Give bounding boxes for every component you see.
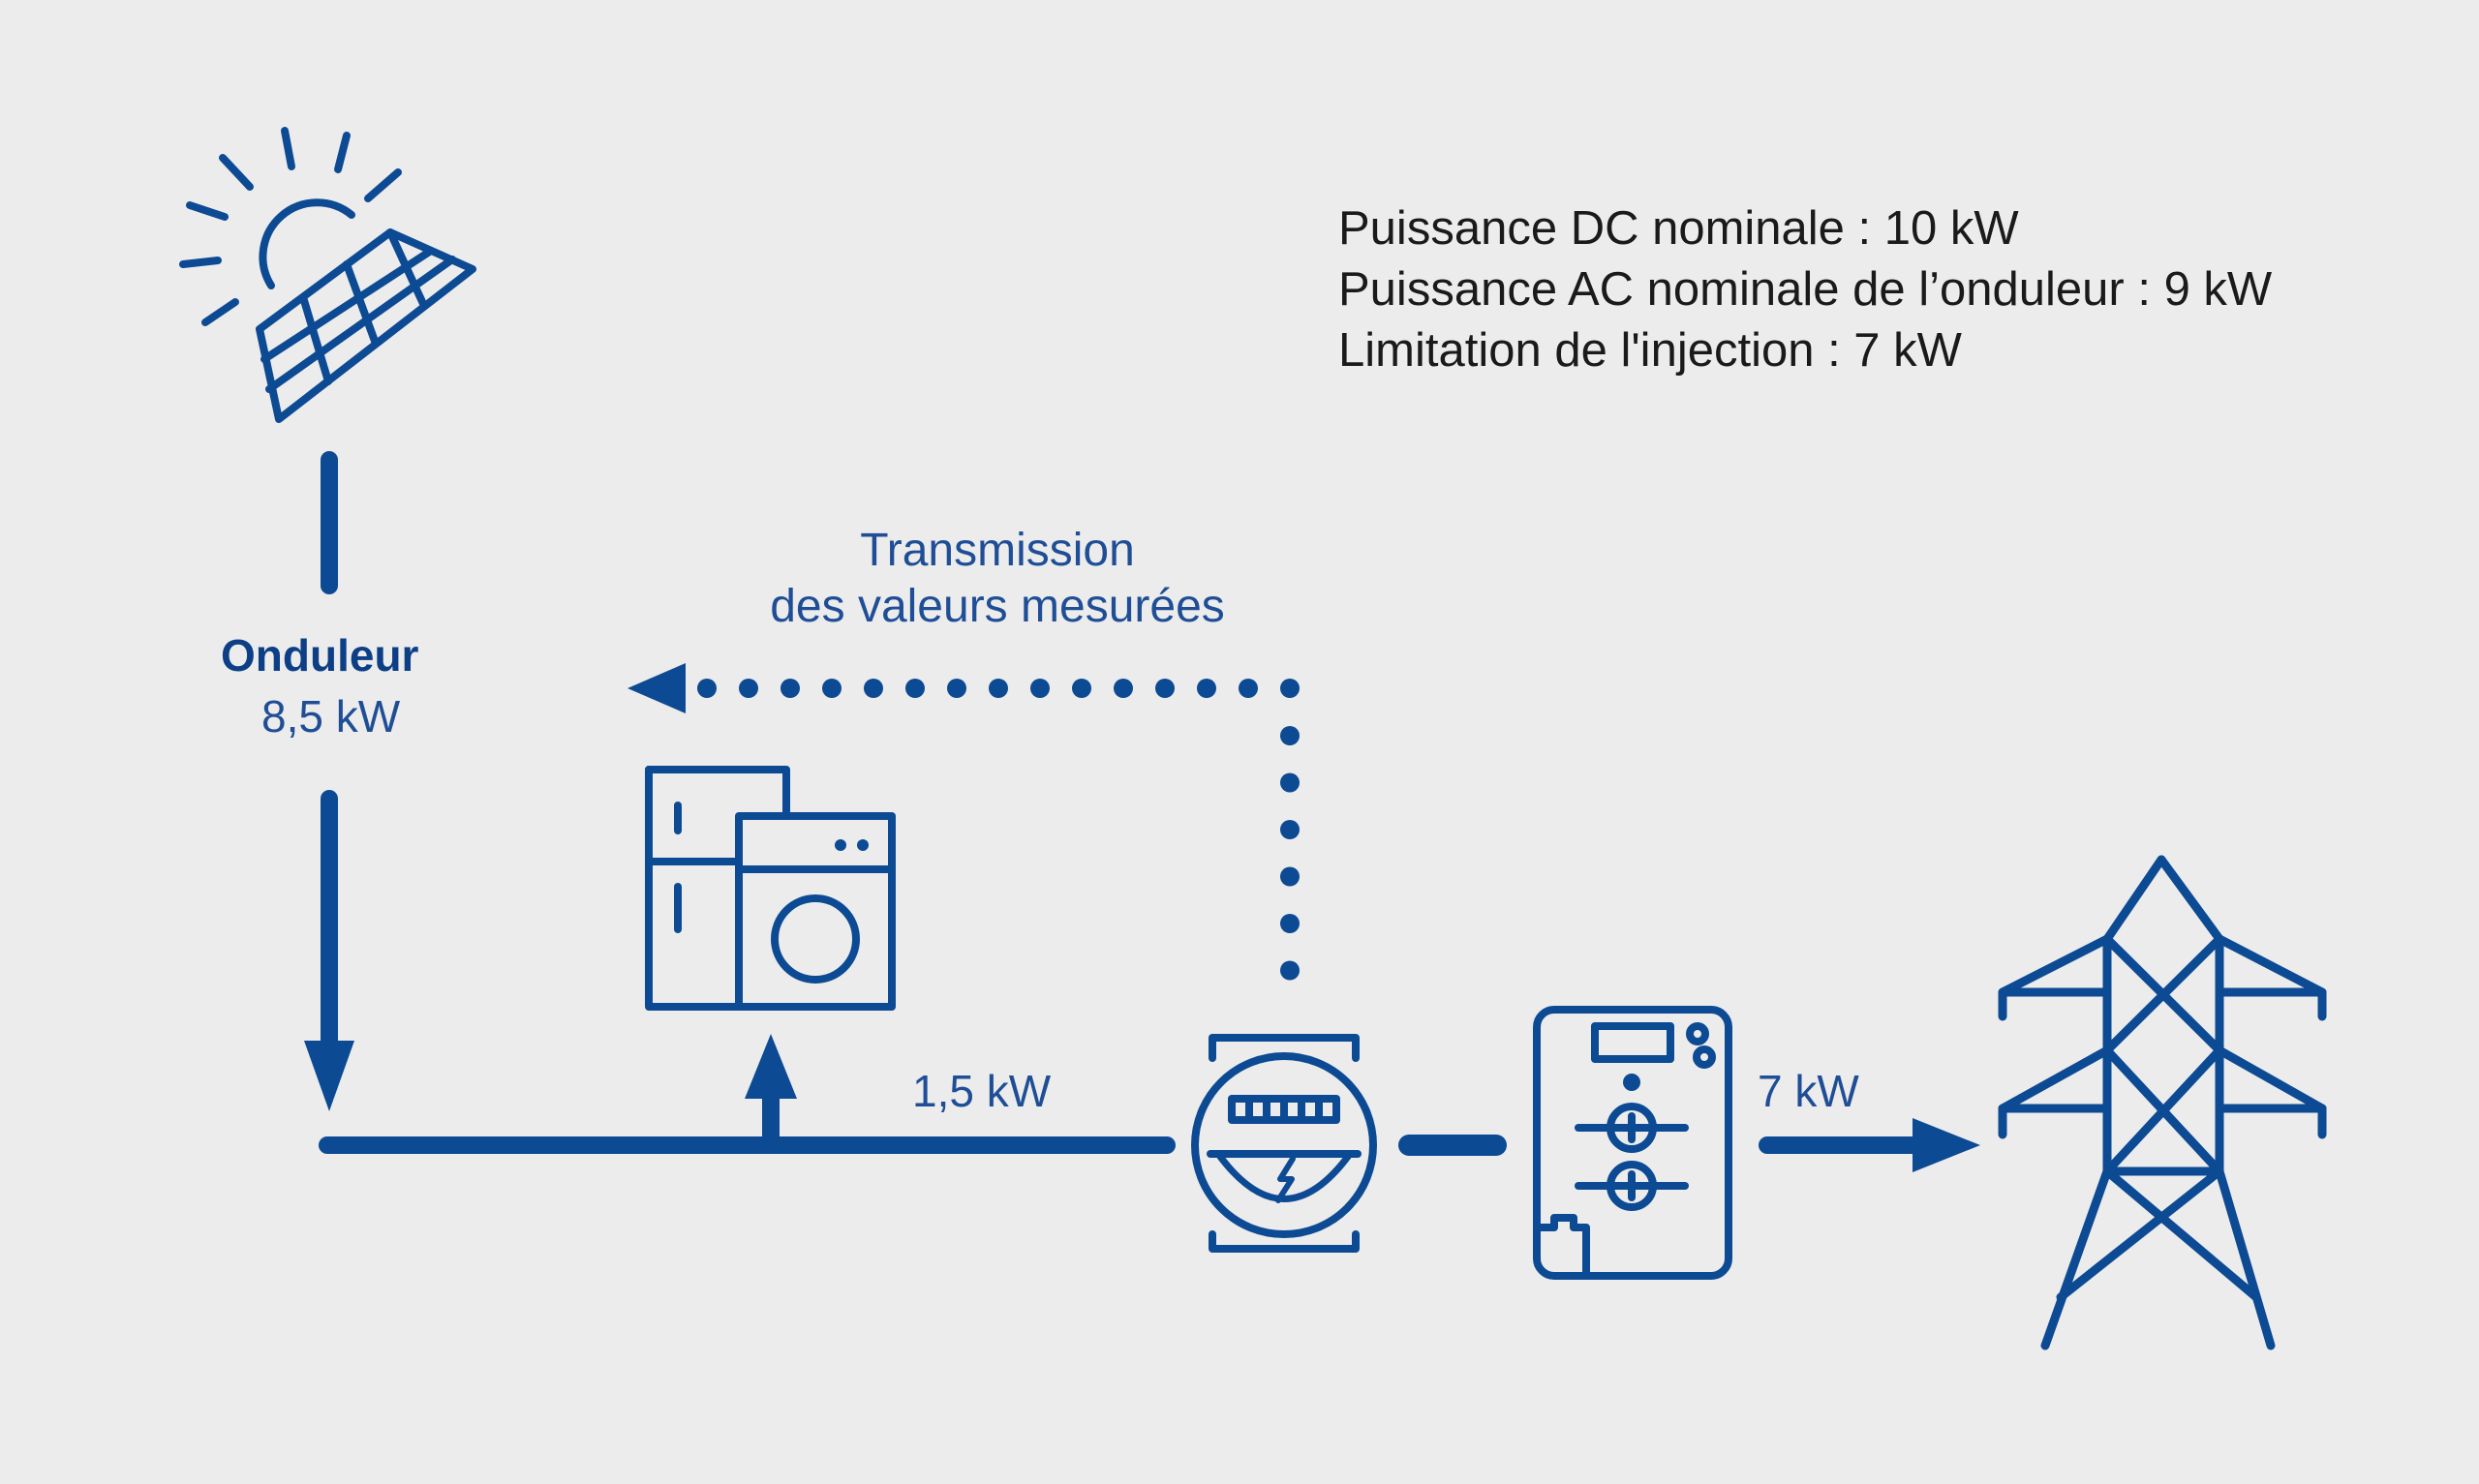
dc-nominal-power: Puissance DC nominale : 10 kW [1338, 202, 2019, 255]
feed-in-limit: Limitation de l'injection : 7 kW [1338, 324, 1962, 377]
household-flow-label: 1,5 kW [912, 1066, 1052, 1116]
system-specs: Puissance DC nominale : 10 kW Puissance … [1338, 198, 2272, 381]
appliances-icon [645, 766, 896, 1011]
transmission-dot [739, 679, 758, 698]
inverter-title: Onduleur [221, 630, 419, 681]
transmission-dotted-line [697, 679, 1300, 981]
transmission-dot [822, 679, 842, 698]
grid-flow-label: 7 kW [1758, 1066, 1859, 1116]
transmission-dot [1280, 820, 1300, 839]
transmission-arrowhead [627, 663, 686, 713]
transmission-dot [1072, 679, 1091, 698]
transmission-dot [1280, 960, 1300, 981]
transmission-dot [864, 679, 883, 698]
transmission-dot [1155, 679, 1175, 698]
transmission-dot [1239, 679, 1258, 698]
power-pylon-icon [1998, 855, 2327, 1350]
transmission-line1: Transmission [860, 525, 1135, 576]
electricity-meter-icon [1191, 1034, 1377, 1253]
transmission-dot [1280, 679, 1300, 698]
ac-nominal-power: Puissance AC nominale de l’onduleur : 9 … [1338, 263, 2273, 316]
transmission-dot [1280, 726, 1300, 745]
transmission-label: Transmission des valeurs mesurées [755, 523, 1240, 635]
transmission-dot [697, 679, 717, 698]
transmission-dot [780, 679, 800, 698]
transmission-line2: des valeurs mesurées [770, 581, 1225, 632]
transmission-dot [947, 679, 966, 698]
control-box-icon [1533, 1006, 1732, 1280]
inverter-power: 8,5 kW [261, 691, 401, 742]
transmission-dot [1280, 772, 1300, 793]
transmission-dot [1280, 866, 1300, 887]
transmission-dot [1114, 679, 1133, 698]
transmission-dot [905, 679, 925, 698]
transmission-dot [989, 679, 1008, 698]
transmission-dot [1197, 679, 1216, 698]
transmission-dot [1030, 679, 1050, 698]
solar-panel-icon [179, 127, 476, 423]
transmission-dot [1280, 914, 1300, 933]
